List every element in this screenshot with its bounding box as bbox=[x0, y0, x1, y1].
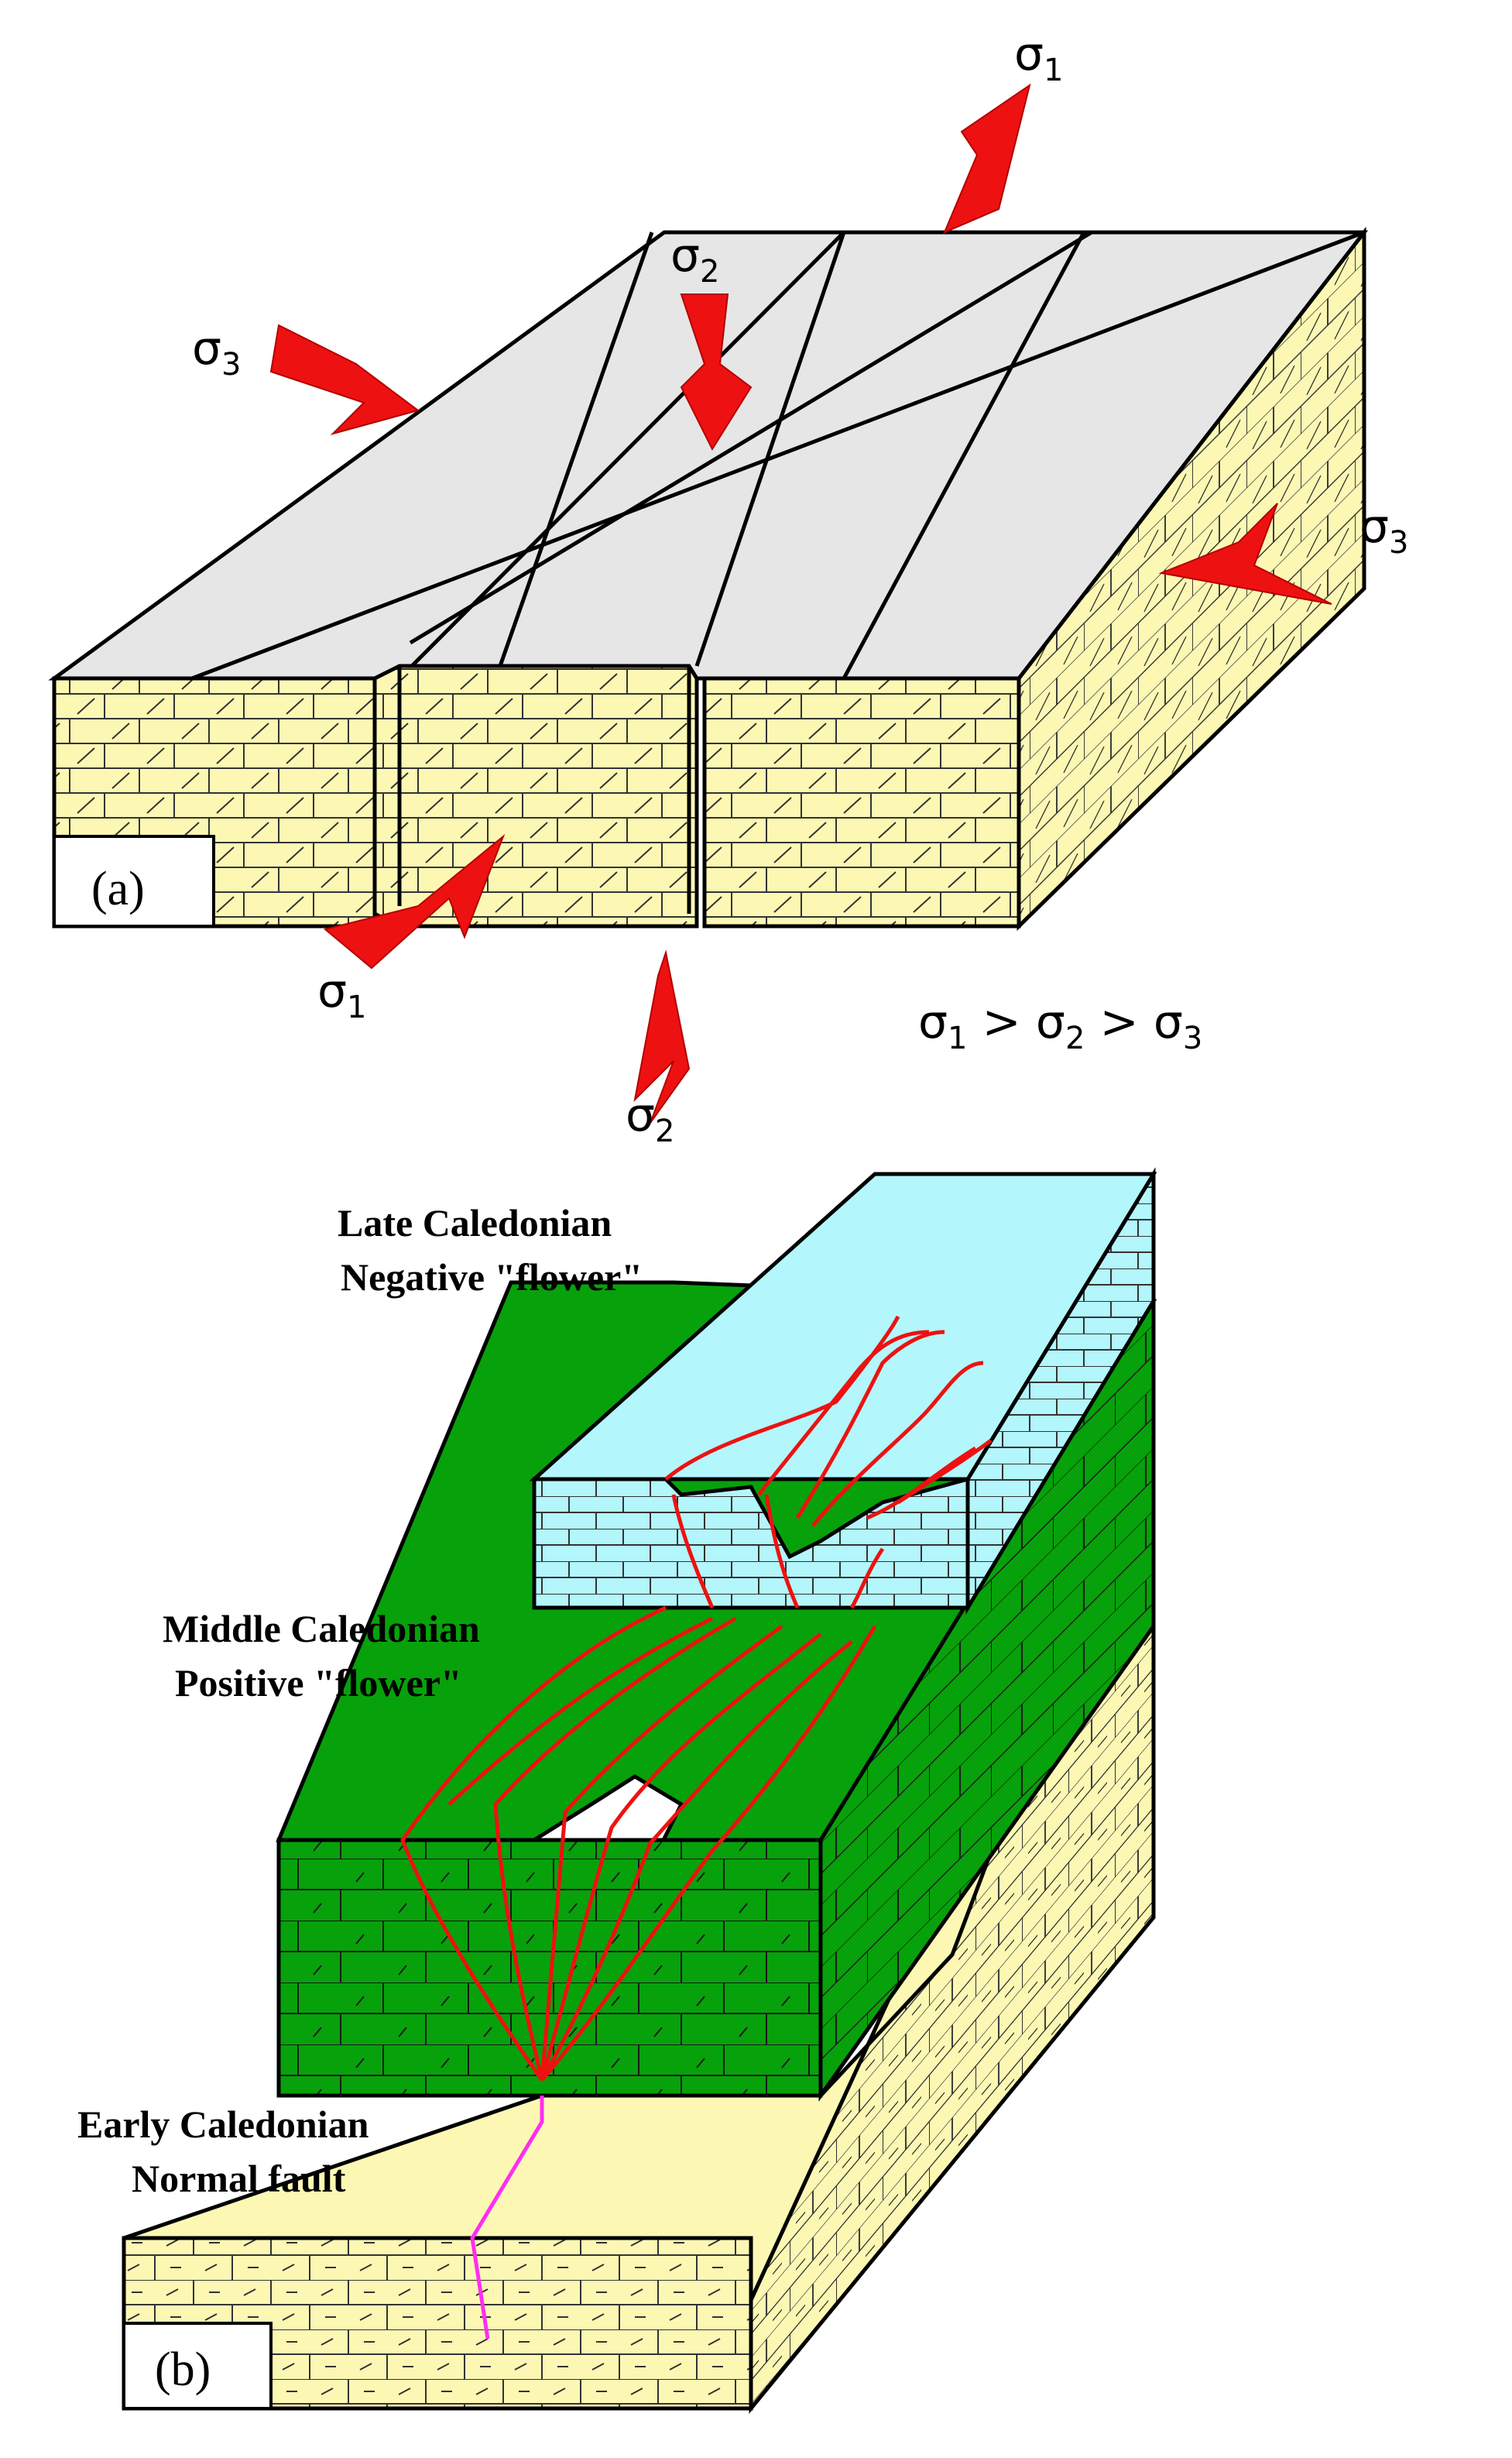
stress-relation: σ1 > σ2 > σ3 bbox=[918, 995, 1202, 1056]
late-layer-front bbox=[532, 1476, 970, 1610]
panel-b-label-box bbox=[122, 2322, 273, 2410]
early-caledonian-line2: Normal fault bbox=[132, 2157, 346, 2200]
fault-lines-top bbox=[191, 230, 1365, 681]
normal-fault bbox=[470, 2096, 544, 2340]
block-a-front-center bbox=[372, 664, 699, 929]
sigma-3-left: σ3 bbox=[192, 321, 241, 383]
negative-flower-faults bbox=[664, 1315, 993, 1609]
middle-layer-front bbox=[276, 1838, 823, 2098]
panel-a-label: (a) bbox=[91, 863, 145, 915]
panel-b-block-diagram: (b) Late Caledonian Negative "flower" Mi… bbox=[77, 1167, 1157, 2414]
late-caledonian-line2: Negative "flower" bbox=[341, 1255, 643, 1299]
stress-arrows-a bbox=[269, 83, 1332, 1124]
block-a-front-right bbox=[702, 676, 1021, 929]
early-caledonian-line1: Early Caledonian bbox=[77, 2103, 369, 2146]
sigma-2-bottom: σ2 bbox=[626, 1088, 674, 1149]
stress-arrow bbox=[323, 833, 506, 970]
panel-b-label: (b) bbox=[155, 2343, 211, 2396]
positive-flower-faults bbox=[400, 1605, 877, 2082]
sigma-2-top: σ2 bbox=[670, 228, 719, 290]
stress-labels-a: σ1 σ2 σ3 σ3 σ1 σ2 bbox=[192, 27, 1408, 1149]
sigma-3-right: σ3 bbox=[1359, 499, 1408, 561]
late-caledonian-line1: Late Caledonian bbox=[338, 1201, 612, 1244]
stress-arrow bbox=[269, 324, 420, 435]
stress-arrow bbox=[633, 949, 691, 1124]
panel-a-label-box bbox=[53, 835, 215, 928]
late-layer-top bbox=[529, 1172, 1157, 1481]
middle-caledonian-line2: Positive "flower" bbox=[175, 1661, 462, 1704]
stress-arrow bbox=[943, 83, 1031, 234]
stress-arrow bbox=[1158, 503, 1332, 605]
stress-arrow bbox=[680, 294, 753, 451]
sigma-1-top: σ1 bbox=[1014, 27, 1063, 88]
sigma-1-bottom: σ1 bbox=[317, 964, 366, 1025]
panel-a-block-diagram: (a) σ1 σ2 σ3 σ3 σ1 σ2 σ1 > σ2 > σ3 bbox=[48, 27, 1408, 1149]
middle-caledonian-line1: Middle Caledonian bbox=[163, 1607, 480, 1650]
